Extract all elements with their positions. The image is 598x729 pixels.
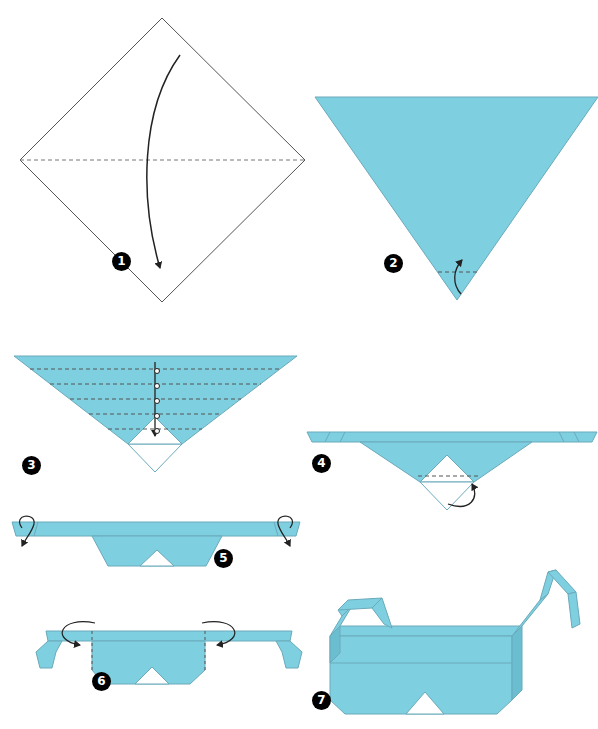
step-number: 6 xyxy=(92,672,111,691)
step-number: 1 xyxy=(112,252,131,271)
step-number: 2 xyxy=(384,254,403,273)
step-number: 5 xyxy=(214,549,233,568)
step-number: 7 xyxy=(312,691,331,710)
step-number: 4 xyxy=(312,454,331,473)
step-number: 3 xyxy=(22,456,41,475)
